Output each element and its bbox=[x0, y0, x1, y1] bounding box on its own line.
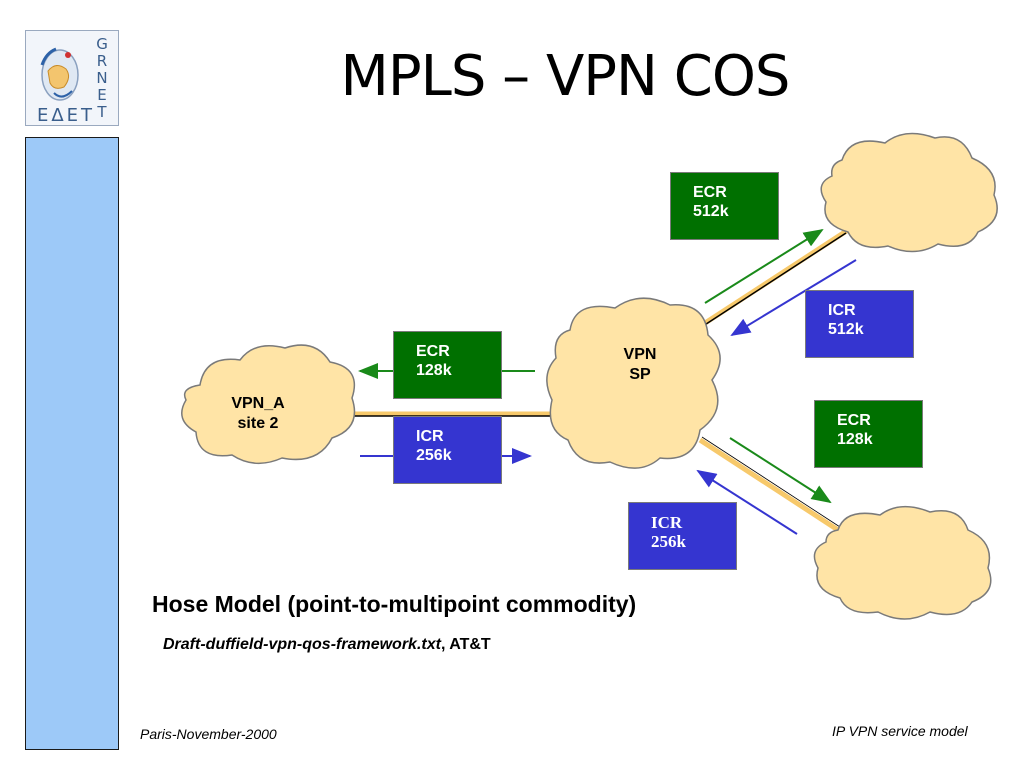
box-ecr-512k-line-2: 512k bbox=[693, 203, 729, 220]
arrow-icr-bottom bbox=[696, 469, 798, 535]
arrow-ecr-right bbox=[729, 437, 832, 504]
footer-date: Paris-November-2000 bbox=[140, 726, 277, 742]
hose-model-heading: Hose Model (point-to-multipoint commodit… bbox=[152, 591, 637, 617]
box-ecr-128k-right-line-2: 128k bbox=[837, 431, 873, 448]
arrow-icr-top bbox=[730, 259, 857, 337]
box-ecr-512k-line-1: ECR bbox=[693, 184, 727, 201]
box-icr-256k-left-line-1: ICR bbox=[416, 428, 444, 445]
box-ecr-512k: ECR 512k bbox=[670, 172, 779, 240]
box-icr-512k: ICR 512k bbox=[805, 290, 914, 358]
cloud-vpn-sp bbox=[546, 297, 721, 469]
slide-title: MPLS – VPN COS bbox=[340, 44, 791, 109]
logo-letter-n: N bbox=[96, 69, 107, 87]
box-ecr-128k-right-line-1: ECR bbox=[837, 412, 871, 429]
logo-letter-e: E bbox=[97, 86, 106, 104]
cloud-top-right bbox=[820, 132, 998, 253]
box-icr-512k-line-1: ICR bbox=[828, 302, 856, 319]
draft-filename: Draft-duffield-vpn-qos-framework.txt bbox=[163, 636, 441, 653]
box-icr-512k-line-2: 512k bbox=[828, 321, 864, 338]
cloud-site-a bbox=[181, 344, 356, 464]
logo-letter-r: R bbox=[97, 52, 107, 70]
footer-topic: IP VPN service model bbox=[832, 723, 968, 739]
cloud-sp-line-2: SP bbox=[629, 366, 651, 383]
logo-letter-t: T bbox=[96, 103, 107, 121]
cloud-sp-line-1: VPN bbox=[623, 346, 657, 363]
sidebar-panel bbox=[25, 137, 119, 750]
grnet-emblem-icon: G R N E T ΕΔΕΤ bbox=[37, 35, 108, 126]
logo-greek-letters: ΕΔΕΤ bbox=[37, 105, 95, 126]
box-icr-256k-left-line-2: 256k bbox=[416, 447, 452, 464]
box-ecr-128k-right: ECR 128k bbox=[814, 400, 923, 468]
cloud-site-a-label: VPN_A site 2 bbox=[218, 394, 298, 434]
box-ecr-128k-left-line-2: 128k bbox=[416, 362, 452, 379]
box-icr-256k-bottom-line-1: ICR bbox=[651, 513, 683, 532]
draft-reference: Draft-duffield-vpn-qos-framework.txt, AT… bbox=[163, 636, 491, 654]
cloud-site-a-line-1: VPN_A bbox=[231, 395, 285, 412]
box-icr-256k-bottom: ICR 256k bbox=[628, 502, 737, 570]
grnet-logo: G R N E T ΕΔΕΤ bbox=[25, 30, 119, 126]
cloud-bottom-right bbox=[813, 506, 992, 620]
logo-letter-g: G bbox=[96, 35, 108, 53]
box-icr-256k-left: ICR 256k bbox=[393, 416, 502, 484]
draft-author: , AT&T bbox=[440, 636, 491, 653]
box-ecr-128k-left: ECR 128k bbox=[393, 331, 502, 399]
cloud-sp-label: VPN SP bbox=[600, 345, 680, 385]
box-ecr-128k-left-line-1: ECR bbox=[416, 343, 450, 360]
cloud-site-a-line-2: site 2 bbox=[237, 415, 279, 432]
link-sp-to-bottom-cloud bbox=[698, 436, 841, 533]
arrow-ecr-top bbox=[704, 228, 824, 304]
box-icr-256k-bottom-line-2: 256k bbox=[651, 532, 686, 551]
